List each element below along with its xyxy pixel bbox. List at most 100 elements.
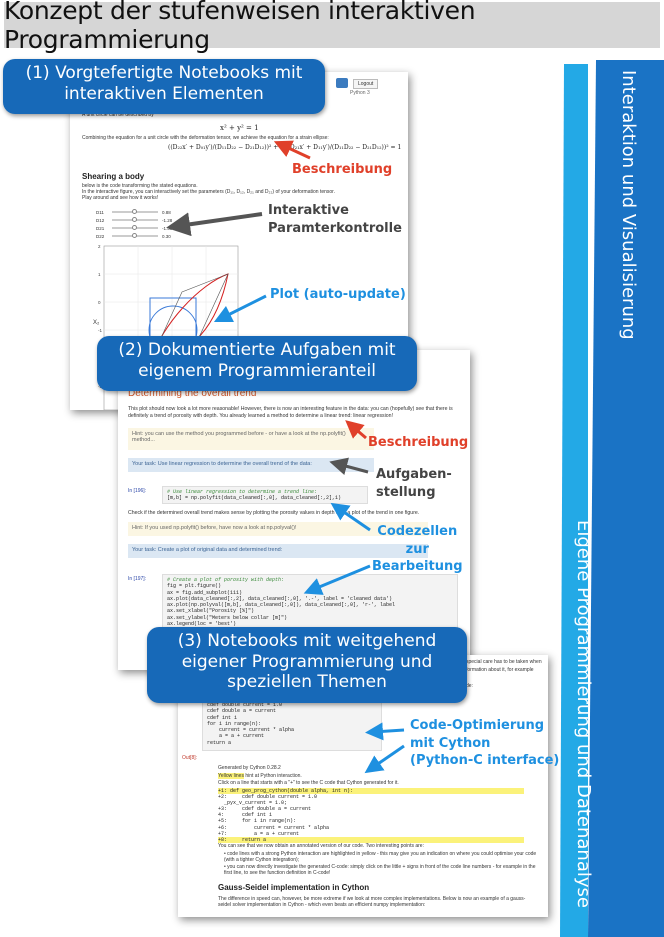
hint-box-1: Hint: you can use the method you program… [128,428,374,450]
code-line: # Create a plot of porosity with depth: [167,577,285,583]
slider-row: D12 -1.28 [96,216,176,224]
annotated-code-line[interactable]: +8: return a [218,836,524,843]
text-unit-circle: A unit circle can be described by [82,112,154,118]
code-line: fig = plt.figure() [167,583,222,590]
annotated-code-line[interactable]: +6: current = current * alpha [218,824,330,831]
slider-handle[interactable] [132,209,137,214]
callout-1-line-1: (1) Vorgtefertigte Notebooks mit [25,63,303,83]
out-prompt: Out[8]: [182,755,198,761]
code-line: cdef double current = 1.0 [207,702,283,708]
kernel-indicator: Python 3 [350,90,370,96]
sidebar-label-programming: Eigene Programmierung und Datenanalyse [573,520,594,908]
sidebar-label-interaction: Interaktion und Visualisierung [618,70,639,340]
logout-button[interactable]: Logout [353,79,379,90]
hint-text-1: Hint: you can use the method you program… [132,431,346,443]
code-cell-1[interactable]: # Use linear regression to determine a t… [162,486,368,504]
code-line: current = current * alpha [207,727,295,733]
annotation-codezellen-line-2: zur [405,541,429,557]
text-para-gauss: The difference in speed can, however, be… [218,896,526,909]
sidebar-bar-programming [560,64,588,937]
code-line: ax.legend(loc = 'best') [167,620,237,627]
slider-track[interactable] [112,233,158,238]
y-tick-label: -1 [98,328,102,333]
annotation-code-optimierung-line-1: Code-Optimierung [410,718,545,733]
text-para-trend: This plot should now look a lot more rea… [128,406,453,419]
text-click-line: Click on a line that starts with a "+" t… [218,780,399,786]
task-text-2: Your task: Create a plot of original dat… [132,547,283,553]
notebook-page-2: Determining the overall trend This plot … [118,350,470,670]
annotated-code-line[interactable]: _pyx_v_current = 1.0; [218,800,288,807]
y-tick-label: 0 [98,300,101,305]
code-line: ax.set_ylabel("Meters below collar [m]") [167,614,288,621]
bullet-2: • you can now directly investigate the g… [224,864,536,877]
code-line: ax.plot(data_cleaned[:,2], data_cleaned[… [167,595,393,602]
code-line: for i in range(n): [207,720,262,727]
annotation-aufgabenstellung-line-2: stellung [376,484,436,500]
slider-track[interactable] [112,217,158,222]
text-para2: In the interactive figure, you can inter… [82,189,335,195]
annotation-codezellen-line-3: Bearbeitung [372,559,463,575]
annotated-code-line[interactable]: +5: for i in range(n): [218,818,297,825]
annotation-parameter-control-line-2: Paramterkontrolle [268,220,402,236]
annotation-codezellen-line-1: Codezellen [377,524,458,539]
annotation-plot-auto-update: Plot (auto-update) [270,287,406,302]
slider-value: 0.30 [162,233,171,239]
text-top-right-2: formation about it, for example [466,667,534,673]
annotation-beschreibung-2: Beschreibung [368,435,469,450]
annotation-aufgabenstellung-line-1: Aufgaben- [376,467,452,482]
code-line: a = a + current [207,733,265,740]
cython-annotated-code: +1: def geo_prog_cython(double alpha, in… [218,788,524,843]
callout-3-line-3: speziellen Themen [227,672,387,693]
bullet-2-text: you can now directly investigate the gen… [224,864,536,877]
text-para3: Play around and see how it works! [82,195,159,201]
callout-level-1: (1) Vorgtefertigte Notebooks mit interak… [3,59,325,114]
slider-handle[interactable] [132,233,137,238]
y-tick-label: 1 [98,272,101,277]
code-line: cdef double a = current [207,708,277,715]
bullet-1-text: code lines with a strong Python interact… [224,851,537,864]
callout-3-line-1: (3) Notebooks mit weitgehend [177,631,437,651]
cell1-code: [m,b] = np.polyfit(data_cleaned[:,0], da… [167,495,342,502]
annotation-beschreibung-1: Beschreibung [292,162,393,177]
slider-label: D11 [96,209,104,215]
heading-gauss-seidel: Gauss-Seidel implementation in Cython [218,883,370,892]
callout-level-2: (2) Dokumentierte Aufgaben mit eigenem P… [97,336,417,391]
equation-2: ((D₂₂x′ + D₀₁y′)/(D₁₁D₂₂ − D₂₁D₁₂))² + (… [168,144,402,151]
annotation-code-optimierung-line-3: (Python-C interface) [410,753,560,769]
annotated-code-line[interactable]: 4: cdef int i [218,812,273,819]
text-para-check: Check if the determined overall trend ma… [128,510,420,516]
bullet-1: • code lines with a strong Python intera… [224,851,537,864]
slider-handle[interactable] [132,217,137,222]
plot-y-label: X₂ [93,320,100,326]
code-line: ax.set_xlabel("Porosity [%]") [167,608,255,615]
annotated-code-line[interactable]: +1: def geo_prog_cython(double alpha, in… [218,788,524,795]
annotated-code-line[interactable]: +2: cdef double current = 1.0 [218,794,318,801]
slider-value: -1.28 [162,217,173,223]
cell2-prompt: In [197]: [128,576,147,582]
annotation-parameter-control: Interaktive Paramterkontrolle [268,202,402,237]
slider-track[interactable] [112,225,158,230]
code-line: ax.plot(np.polyval([m,b], data_cleaned[:… [167,602,396,608]
callout-2-line-2: eigenem Programmieranteil [138,360,376,381]
annotation-code-optimierung-line-2: mit Cython [410,735,491,751]
slider-handle[interactable] [132,225,137,230]
callout-level-3: (3) Notebooks mit weitgehend eigener Pro… [147,627,467,703]
yellow-rest: hint at Python interaction. [245,773,302,779]
annotation-code-optimierung: Code-Optimierung mit Cython (Python-C in… [410,717,559,770]
yellow-label: Yellow lines [218,773,244,779]
text-para1: below is the code transforming the state… [82,183,198,189]
code-line: return a [207,739,232,746]
text-top-right-1: special care has to be taken when [466,659,542,665]
slider-track[interactable] [112,209,158,214]
heading-shearing: Shearing a body [82,172,145,181]
slider-label: D12 [96,217,105,223]
annotated-code-line[interactable]: +7: a = a + current [218,830,300,837]
cell1-comment: # Use linear regression to determine a t… [167,489,318,495]
code-line: ax = fig.add_subplot(111) [167,589,243,596]
annotated-code-line[interactable]: +3: cdef double a = current [218,806,312,813]
code-line: cdef int i [207,714,238,721]
heading-overall-trend: Determining the overall trend [128,388,257,399]
